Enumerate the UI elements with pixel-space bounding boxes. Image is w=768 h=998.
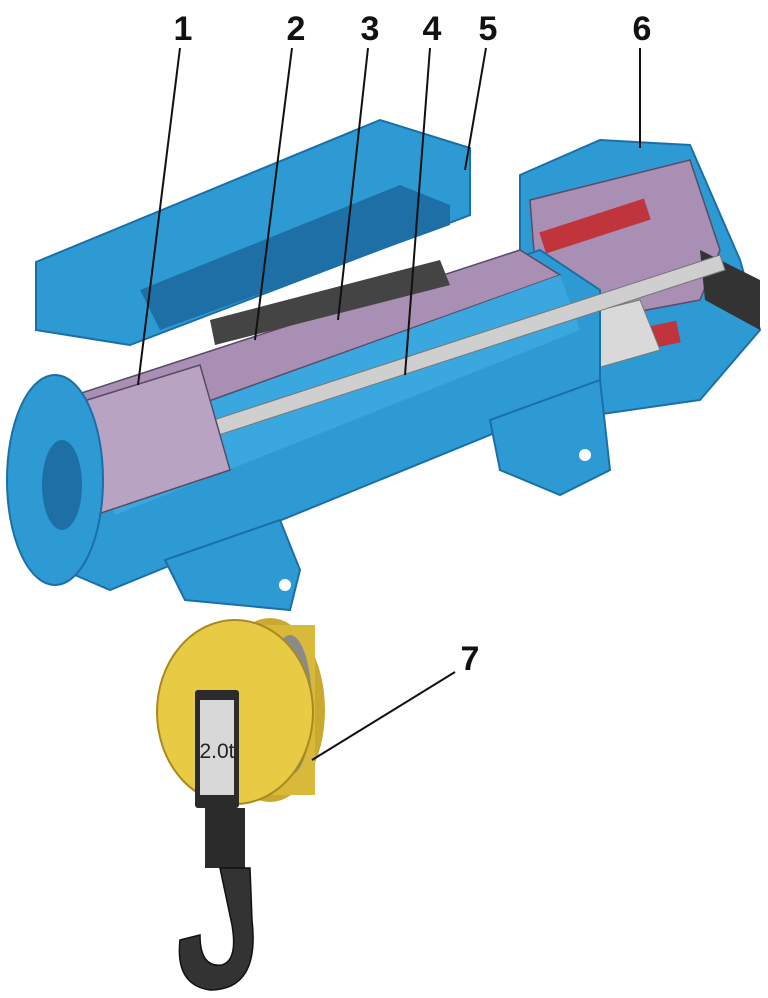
callout-numbers: 1 2 3 4 5 6 7	[174, 10, 652, 678]
hoist-body	[6, 118, 762, 612]
callout-5: 5	[479, 10, 498, 48]
leader-2	[254, 47, 293, 341]
load-capacity-label: 2.0t	[199, 740, 234, 763]
top-bracket-shadow	[140, 185, 450, 330]
leader-7	[311, 671, 456, 761]
callout-1: 1	[174, 10, 193, 48]
bracket-hole	[279, 579, 291, 591]
callout-2: 2	[287, 10, 306, 48]
hook-block: 2.0t	[156, 618, 325, 991]
rope-drum-band	[210, 260, 450, 345]
load-tag	[200, 700, 234, 795]
motor-red-part-upper	[539, 198, 651, 254]
hook	[178, 867, 254, 991]
bottom-bracket-left	[163, 518, 302, 612]
callout-3: 3	[361, 10, 380, 48]
callout-7: 7	[461, 640, 480, 678]
callout-leaders	[137, 47, 641, 761]
bracket-hole	[579, 449, 591, 461]
callout-4: 4	[423, 10, 442, 48]
leader-3	[337, 47, 369, 321]
leader-1	[137, 47, 181, 386]
leader-4	[404, 47, 431, 376]
callout-6: 6	[633, 10, 652, 48]
leader-5	[464, 47, 487, 171]
end-cap-inner	[42, 440, 82, 530]
hook-shank	[205, 808, 245, 868]
bottom-bracket-right	[488, 378, 612, 497]
